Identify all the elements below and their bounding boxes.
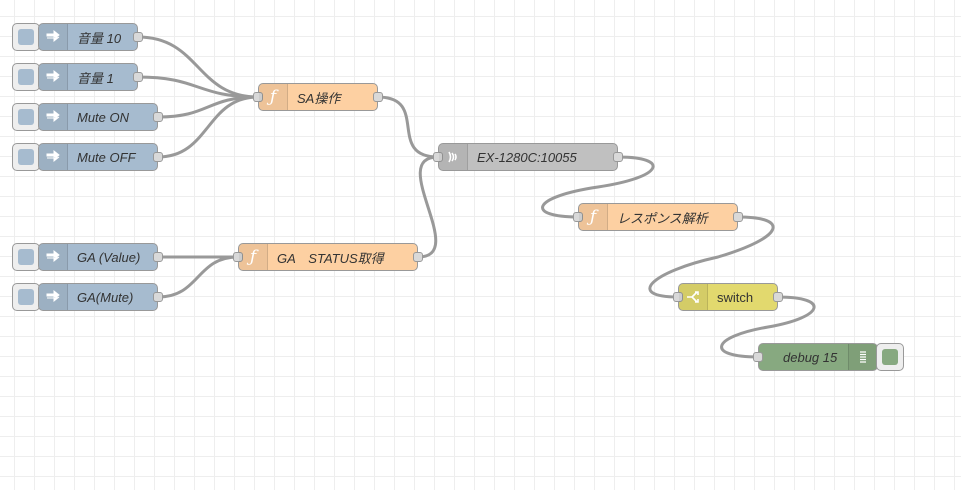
wire-switch-to-debug[interactable]: [720, 295, 816, 359]
inject-node-label: Mute ON: [77, 109, 130, 125]
inject-button-square: [18, 69, 34, 85]
switch-node-label: switch: [717, 289, 754, 305]
debug-icon: [848, 344, 877, 370]
inject-node-ga-mute[interactable]: GA(Mute): [38, 283, 163, 311]
wire-gastatus-to-tcp[interactable]: [417, 155, 439, 259]
function-node-ga-status[interactable]: ƒ GA STATUS取得: [233, 243, 423, 271]
inject-node-vol10[interactable]: 音量 10: [38, 23, 143, 51]
inject-trigger-button[interactable]: [12, 283, 40, 311]
function-node-label: GA STATUS取得: [277, 250, 384, 266]
function-node-label: レスポンス解析: [617, 210, 708, 226]
wire-muteoff-to-sa[interactable]: [157, 95, 259, 159]
function-icon: ƒ: [239, 244, 268, 270]
debug-toggle-button[interactable]: [876, 343, 904, 371]
inject-node-label: 音量 10: [77, 30, 122, 46]
tcp-request-label: EX-1280C:10055: [477, 149, 577, 165]
function-node-label: SA操作: [297, 90, 341, 106]
output-port[interactable]: [153, 112, 163, 122]
inject-trigger-button[interactable]: [12, 143, 40, 171]
inject-button-square: [18, 29, 34, 45]
wire-gamute-to-gastatus[interactable]: [157, 255, 239, 299]
switch-node[interactable]: switch: [673, 283, 783, 311]
wire-tcp-to-response[interactable]: [541, 155, 655, 219]
inject-button-square: [18, 289, 34, 305]
inject-button-square: [18, 109, 34, 125]
input-port[interactable]: [573, 212, 583, 222]
inject-node-label: GA(Mute): [77, 289, 134, 305]
inject-trigger-button[interactable]: [12, 23, 40, 51]
inject-button-square: [18, 149, 34, 165]
arrow-in-icon: [39, 104, 68, 130]
wire-vol10-to-sa[interactable]: [137, 35, 259, 99]
arrow-in-icon: [39, 24, 68, 50]
inject-node-label: GA (Value): [77, 249, 141, 265]
inject-node-label: 音量 1: [77, 70, 114, 86]
wire-response-to-switch[interactable]: [648, 215, 775, 299]
arrow-in-icon: [39, 284, 68, 310]
input-port[interactable]: [673, 292, 683, 302]
arrow-in-icon: [39, 244, 68, 270]
function-icon: ƒ: [259, 84, 288, 110]
bridge-icon: [439, 144, 468, 170]
output-port[interactable]: [773, 292, 783, 302]
debug-node-label: debug 15: [783, 349, 838, 365]
input-port[interactable]: [253, 92, 263, 102]
wire-vol1-to-sa[interactable]: [137, 75, 259, 99]
inject-node-mute-on[interactable]: Mute ON: [38, 103, 163, 131]
inject-node-ga-value[interactable]: GA (Value): [38, 243, 163, 271]
switch-icon: [679, 284, 708, 310]
output-port[interactable]: [413, 252, 423, 262]
wire-sa-to-tcp[interactable]: [377, 95, 439, 159]
inject-button-square: [18, 249, 34, 265]
debug-node[interactable]: debug 15: [753, 343, 878, 371]
input-port[interactable]: [433, 152, 443, 162]
output-port[interactable]: [373, 92, 383, 102]
inject-node-mute-off[interactable]: Mute OFF: [38, 143, 163, 171]
output-port[interactable]: [133, 32, 143, 42]
inject-trigger-button[interactable]: [12, 63, 40, 91]
output-port[interactable]: [153, 152, 163, 162]
inject-node-vol1[interactable]: 音量 1: [38, 63, 143, 91]
debug-button-square: [882, 349, 898, 365]
function-node-response[interactable]: ƒ レスポンス解析: [573, 203, 743, 231]
output-port[interactable]: [613, 152, 623, 162]
input-port[interactable]: [753, 352, 763, 362]
output-port[interactable]: [133, 72, 143, 82]
inject-node-label: Mute OFF: [77, 149, 136, 165]
arrow-in-icon: [39, 64, 68, 90]
function-node-sa[interactable]: ƒ SA操作: [253, 83, 383, 111]
output-port[interactable]: [153, 292, 163, 302]
output-port[interactable]: [153, 252, 163, 262]
output-port[interactable]: [733, 212, 743, 222]
tcp-request-node[interactable]: EX-1280C:10055: [433, 143, 623, 171]
inject-trigger-button[interactable]: [12, 243, 40, 271]
function-icon: ƒ: [579, 204, 608, 230]
input-port[interactable]: [233, 252, 243, 262]
inject-trigger-button[interactable]: [12, 103, 40, 131]
arrow-in-icon: [39, 144, 68, 170]
